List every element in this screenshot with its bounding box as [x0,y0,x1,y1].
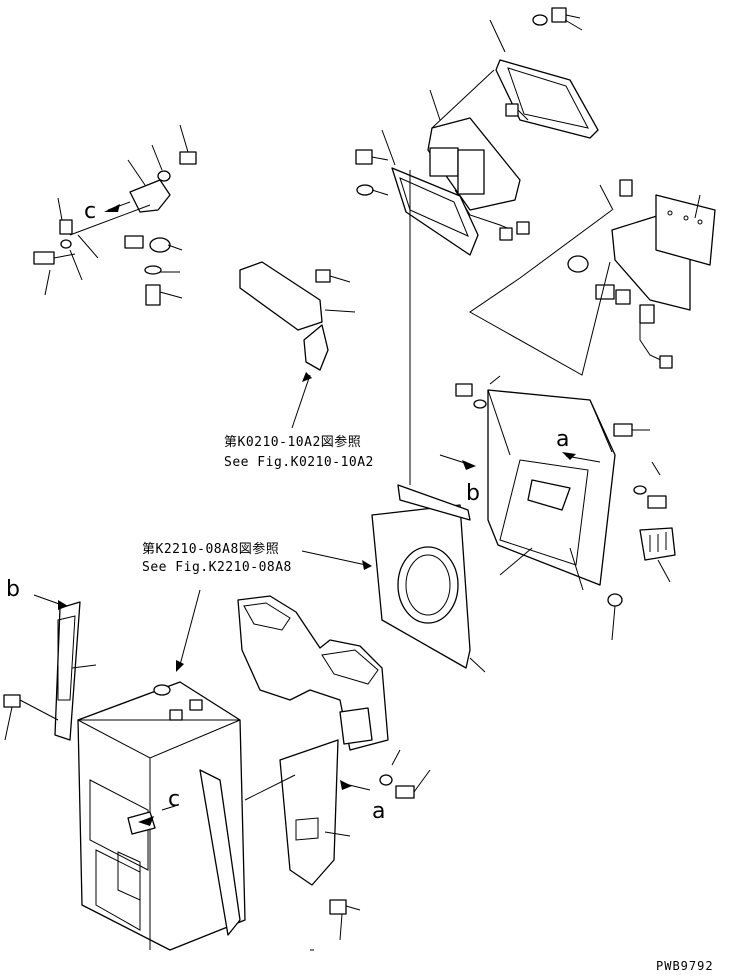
letter-a-bottom: a [372,799,385,824]
duct-assembly-right [439,375,676,641]
main-frame-box [3,589,246,951]
cover-plate-assembly [427,19,599,241]
small-bracket-c [33,124,197,306]
letter-b-left: b [6,577,20,602]
letter-c-top: c [84,199,96,224]
reference-k0210-line2: See Fig.K0210-10A2 [224,455,374,470]
side-cover-bottom [244,739,431,951]
blower-housing [301,170,486,673]
air-duct-center [237,595,389,751]
bolt-and-washer-top [505,7,583,121]
drawing-code: PWB9792 [656,959,714,973]
switch-panel-assembly [469,179,716,376]
reference-k0210-line1: 第K0210-10A2図参照 [224,434,361,450]
letter-c-bottom: c [168,787,180,812]
mounting-bracket-top [355,129,479,256]
reference-k2210-line2: See Fig.K2210-08A8 [142,560,292,575]
letter-b-right: b [466,481,480,506]
cover-k0210 [239,261,356,429]
letter-a-right: a [556,427,569,452]
reference-k2210-line1: 第K2210-08A8図参照 [142,541,279,557]
